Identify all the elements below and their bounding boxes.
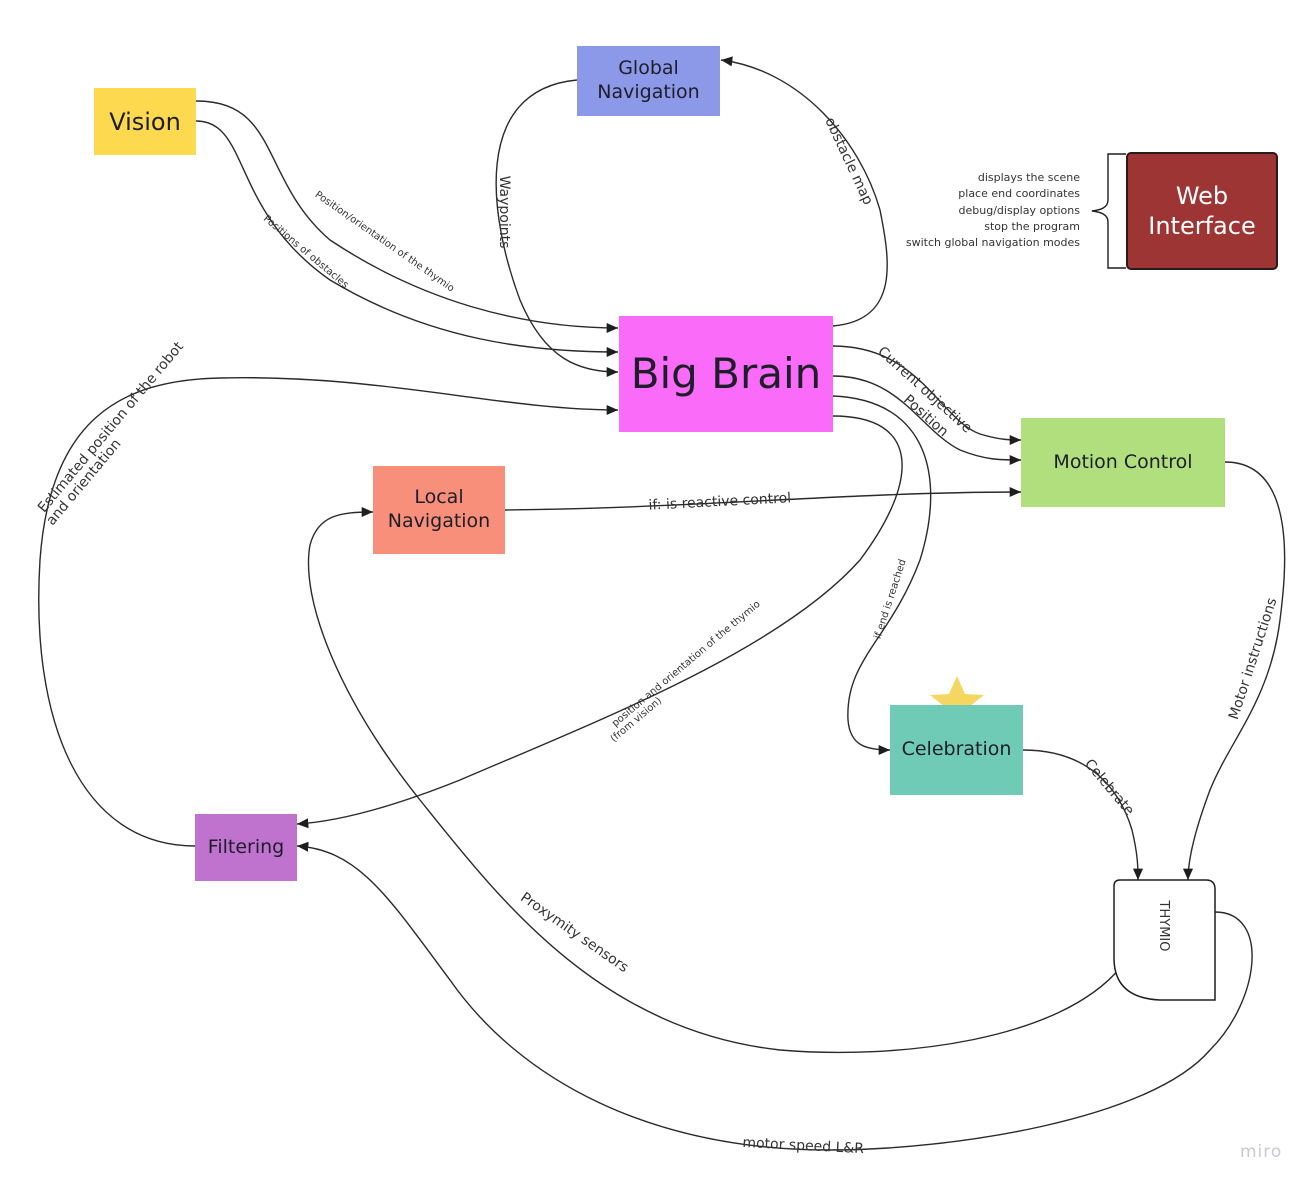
edge-thymio-to-local-proximity — [307, 506, 1121, 1054]
edge-brain-to-motion-objective — [832, 345, 1022, 446]
edge-motion-to-thymio — [1182, 461, 1286, 881]
edge-brain-to-filtering — [296, 415, 903, 829]
feature-item: stop the program — [984, 219, 1080, 233]
edge-filtering-to-brain — [38, 376, 619, 847]
edge-local-to-motion — [504, 486, 1022, 511]
node-big-brain: Big Brain — [619, 316, 833, 432]
thymio-label: THYMIO — [1156, 900, 1171, 952]
feature-item: switch global navigation modes — [905, 236, 1080, 250]
feature-item: debug/display options — [958, 203, 1080, 217]
label-estimated-position-line1: Estimated position of the robot — [35, 339, 187, 516]
label-motor-speed: motor speed L&R — [742, 1135, 865, 1157]
node-motion-control: Motion Control — [1021, 418, 1225, 507]
node-celebration: Celebration — [890, 705, 1023, 795]
edge-brain-to-global-obstacle-map — [720, 56, 888, 327]
node-web-interface: Web Interface — [1126, 152, 1278, 270]
edge-thymio-to-filtering-speed — [296, 841, 1253, 1151]
node-global-navigation: Global Navigation — [577, 46, 720, 116]
node-filtering: Filtering — [195, 814, 297, 881]
edge-celebration-to-thymio — [1022, 749, 1144, 881]
edge-vision-to-brain-pose — [195, 100, 619, 334]
node-local-navigation: Local Navigation — [373, 466, 505, 554]
web-interface-feature-list: displays the scene place end coordinates… — [880, 170, 1080, 251]
web-interface-brace — [1091, 153, 1126, 269]
label-from-vision-line1: position and orientation of the thymio — [610, 599, 763, 729]
label-reactive-control: if: is reactive control — [648, 490, 791, 513]
edge-brain-to-celebration — [832, 395, 932, 756]
feature-item: place end coordinates — [958, 187, 1080, 201]
edge-brain-to-motion-position — [832, 375, 1022, 466]
node-vision: Vision — [94, 88, 196, 155]
edge-vision-to-brain-obstacles — [195, 120, 619, 358]
label-obstacle-map: obstacle map — [821, 115, 876, 208]
label-celebrate: Celebrate — [1081, 756, 1137, 819]
edge-global-to-brain-waypoints — [495, 79, 619, 378]
feature-item: displays the scene — [977, 171, 1080, 184]
miro-watermark: miro — [1240, 1142, 1283, 1162]
label-positions-of-obstacles: Positions of obstacles — [261, 213, 350, 291]
label-proximity-sensors: Proxymity sensors — [517, 890, 631, 976]
label-end-reached: if end is reached — [873, 558, 909, 641]
thymio-shape — [1113, 879, 1216, 1001]
label-waypoints: Waypoints — [496, 176, 512, 249]
